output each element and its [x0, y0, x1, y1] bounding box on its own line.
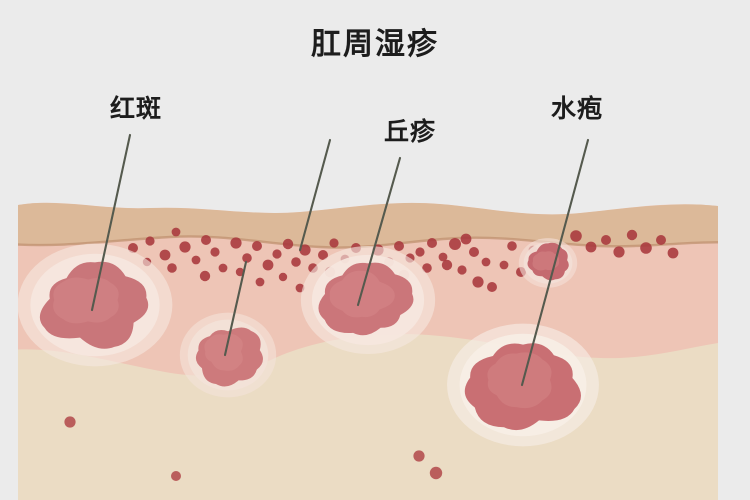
inflammatory-dot — [457, 265, 467, 275]
inflammatory-dot — [255, 277, 265, 287]
inflammatory-dot — [481, 257, 491, 267]
inflammatory-dot — [201, 235, 211, 245]
inflammatory-dot — [291, 257, 301, 267]
inflammatory-dot — [570, 230, 582, 242]
erythema-lesion-highlight — [53, 277, 119, 324]
inflammatory-dot — [159, 249, 171, 261]
inflammatory-dot — [167, 263, 177, 273]
papule-lesion-highlight — [329, 270, 395, 318]
inflammatory-dot — [601, 235, 611, 245]
inflammatory-dot — [626, 229, 638, 241]
inflammatory-dot — [460, 233, 472, 245]
leader-line-unlabeled-papule-leader — [298, 138, 332, 252]
inflammatory-dot — [278, 272, 288, 282]
papule-lesion — [300, 245, 436, 355]
leader-line-papule — [356, 156, 402, 307]
vesicle-lesion-body — [464, 343, 581, 431]
inflammatory-dot — [272, 249, 282, 259]
inflammatory-dot — [438, 252, 448, 262]
inflammatory-dot — [585, 241, 597, 253]
inflammatory-dot — [487, 282, 497, 292]
inflammatory-dot — [218, 263, 228, 273]
inflammatory-dot — [469, 247, 479, 257]
inflammatory-dot — [210, 247, 220, 257]
erythema-lesion — [18, 243, 173, 367]
vesicle-lesion-highlight — [487, 352, 552, 409]
page-title: 肛周湿疹 — [311, 28, 439, 61]
subcutaneous-dot — [429, 466, 443, 480]
inflammatory-dot — [235, 267, 245, 277]
subcutaneous-dot — [64, 416, 76, 428]
inflammatory-dot — [199, 270, 211, 282]
inflammatory-dot — [640, 242, 652, 254]
label-papule: 丘疹 — [384, 118, 437, 146]
inflammatory-dot — [507, 241, 517, 251]
inflammatory-dot — [427, 238, 437, 248]
small-papule-lesion-body — [195, 327, 263, 387]
small-papule-lesion — [179, 312, 277, 398]
inflammatory-dot — [191, 255, 201, 265]
inflammatory-dot — [145, 236, 155, 246]
inflammatory-dot — [656, 235, 666, 245]
inflammatory-dot — [422, 263, 432, 273]
inflammatory-dot — [667, 247, 679, 259]
inflammatory-dot — [171, 227, 181, 237]
inflammatory-dot — [230, 237, 242, 249]
inflammatory-dot — [282, 238, 294, 250]
label-vesicle: 水疱 — [551, 95, 604, 123]
small-papule-lesion-highlight — [204, 333, 243, 371]
leader-line-erythema — [90, 133, 132, 312]
inflammatory-dot — [441, 259, 453, 271]
inflammatory-dot — [415, 247, 425, 257]
micro-papule-lesion — [518, 238, 578, 288]
label-erythema: 红斑 — [110, 95, 163, 123]
subcutaneous-dot — [413, 450, 425, 462]
inflammatory-dot — [394, 241, 404, 251]
micro-papule-lesion-highlight — [532, 251, 560, 271]
papule-lesion-body — [318, 262, 414, 336]
inflammatory-dot — [499, 260, 509, 270]
inflammatory-dot — [179, 241, 191, 253]
inflammatory-dot — [329, 238, 339, 248]
inflammatory-dot — [318, 250, 328, 260]
subcutaneous-dot — [171, 471, 181, 481]
inflammatory-dot — [449, 238, 461, 250]
inflammatory-dot — [242, 253, 252, 263]
leader-line-vesicle — [520, 138, 590, 387]
skin-block — [18, 202, 718, 500]
inflammatory-dot — [613, 246, 625, 258]
inflammatory-dot — [299, 244, 311, 256]
inflammatory-dot — [262, 259, 274, 271]
leader-line-small-papule-leader — [223, 260, 248, 357]
inflammatory-dot — [252, 241, 262, 251]
inflammatory-dot — [472, 276, 484, 288]
lesions-group — [18, 238, 599, 447]
inflammatory-dot — [128, 243, 138, 253]
leader-lines-group — [90, 133, 590, 387]
